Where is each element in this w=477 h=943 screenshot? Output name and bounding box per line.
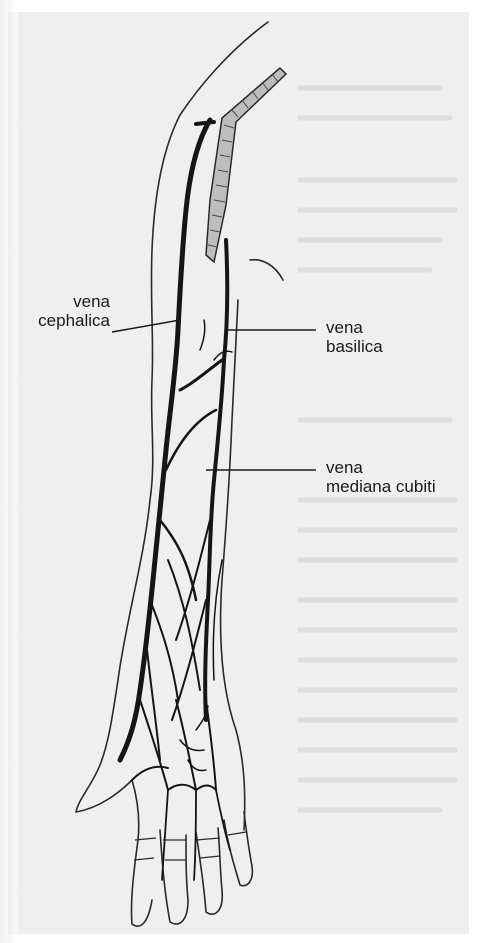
background-text-lines xyxy=(300,88,455,810)
brachial-artery xyxy=(206,68,286,262)
label-vena-mediana-cubiti: vena mediana cubiti xyxy=(326,458,436,496)
leader-cephalica xyxy=(112,320,180,332)
label-vena-basilica: vena basilica xyxy=(326,318,383,356)
arm-outline xyxy=(76,22,283,926)
label-vena-cephalica: vena cephalica xyxy=(32,292,110,330)
leader-lines xyxy=(112,320,316,470)
